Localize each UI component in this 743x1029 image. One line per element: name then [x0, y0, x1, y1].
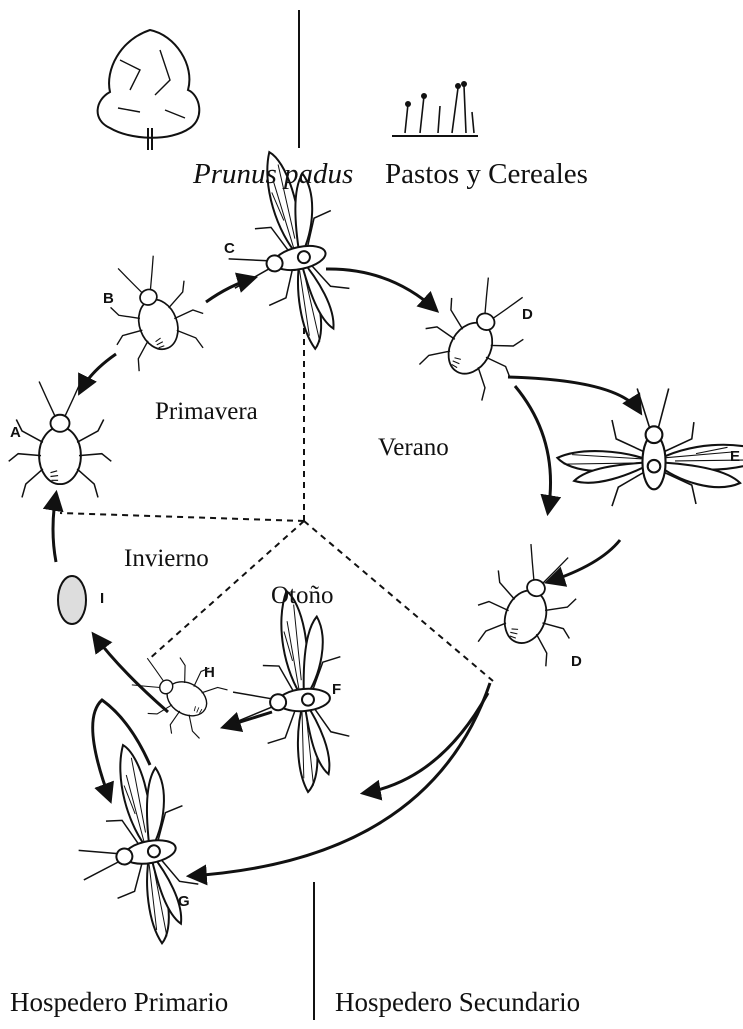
- stage-letter-a: A: [10, 424, 21, 441]
- season-winter-label: Invierno: [124, 545, 209, 573]
- aphid-icon-d-top: [409, 263, 548, 407]
- stage-letter-h: H: [204, 664, 215, 681]
- stage-letter-c: C: [224, 240, 235, 257]
- season-spring-label: Primavera: [155, 398, 258, 426]
- grass-icon: [392, 81, 478, 136]
- aphid-icon-d-bottom: [466, 534, 595, 670]
- stage-letter-i: I: [100, 590, 104, 607]
- season-summer-label: Verano: [378, 434, 449, 462]
- winged-aphid-icon-g: [62, 736, 207, 954]
- aphid-icon-h: [121, 639, 233, 747]
- stage-letter-g: G: [178, 893, 190, 910]
- stage-letter-e: E: [730, 448, 740, 465]
- season-divider-lines: [60, 288, 493, 681]
- egg-icon: [58, 576, 86, 624]
- host-bottom-left-label: Hospedero Primario: [10, 987, 228, 1018]
- host-bottom-right-label: Hospedero Secundario: [335, 987, 580, 1018]
- stage-letter-f: F: [332, 681, 341, 698]
- stage-letter-d-top: D: [522, 306, 533, 323]
- stage-letter-d-bottom: D: [571, 653, 582, 670]
- season-autumn-label: Otoño: [271, 582, 334, 610]
- tree-icon: [98, 30, 200, 150]
- aphid-icon-a: [9, 382, 112, 498]
- host-top-right-label: Pastos y Cereales: [385, 158, 588, 191]
- winged-aphid-icon-e: [557, 389, 743, 507]
- stage-letter-b: B: [103, 290, 114, 307]
- host-top-left-label: Prunus padus: [193, 158, 353, 191]
